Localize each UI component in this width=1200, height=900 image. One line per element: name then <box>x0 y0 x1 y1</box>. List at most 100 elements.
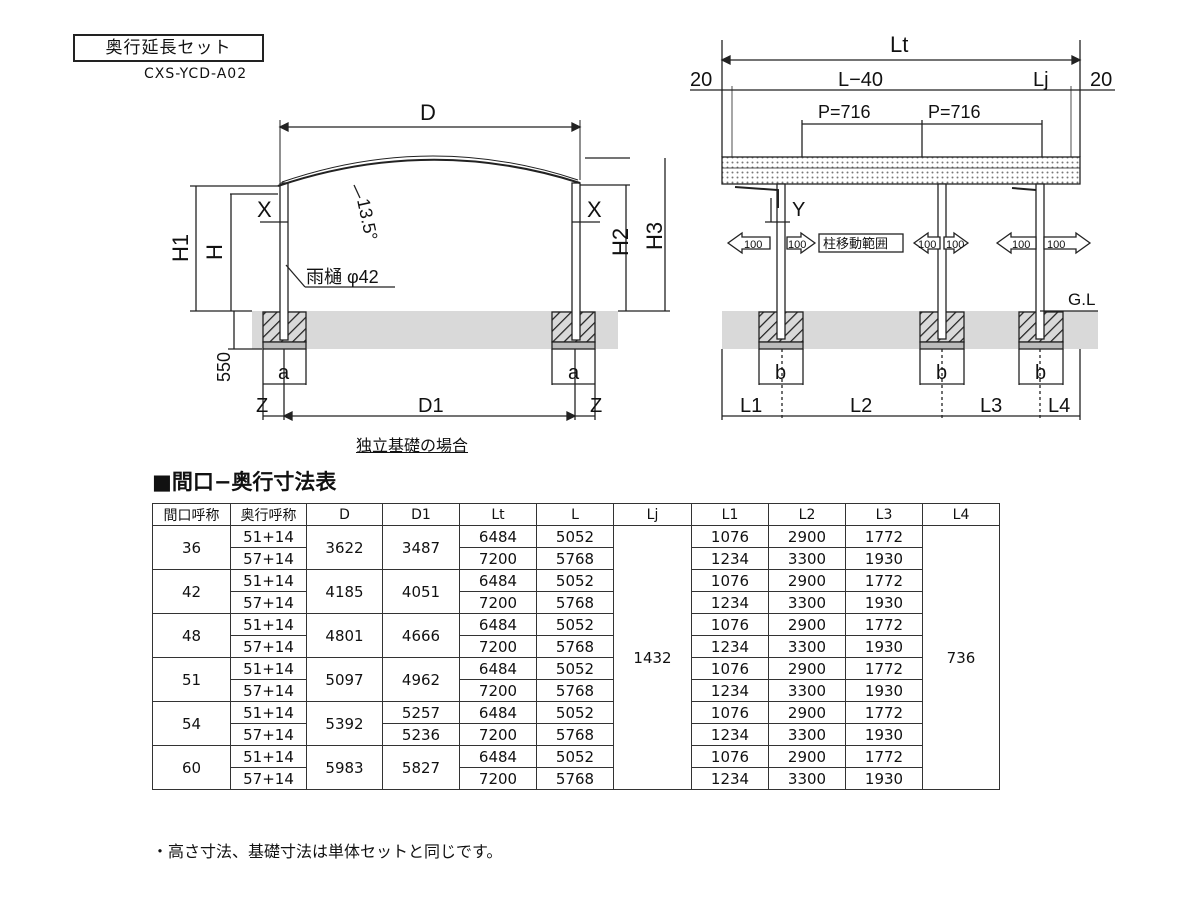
label-p1: P=716 <box>818 102 871 122</box>
cell-depth: 51+14 <box>230 525 307 548</box>
carport-drawing: D H1 H H2 H3 X X 13.5° 雨樋 φ42 550 a a Z … <box>168 32 1115 422</box>
cell-l3: 1930 <box>845 767 923 790</box>
column-header: L2 <box>768 503 846 526</box>
arrow-left-1 <box>726 231 771 255</box>
cell-frontage: 51 <box>152 657 231 702</box>
cell-frontage: 42 <box>152 569 231 614</box>
cell-frontage: 48 <box>152 613 231 658</box>
cell-l3: 1772 <box>845 745 923 768</box>
label-p2: P=716 <box>928 102 981 122</box>
cell-l3: 1930 <box>845 723 923 746</box>
post-left <box>279 182 289 341</box>
cell-lt: 7200 <box>459 723 537 746</box>
cell-l3: 1772 <box>845 569 923 592</box>
column-header: L3 <box>845 503 923 526</box>
cell-l2: 2900 <box>768 525 846 548</box>
front-post-2 <box>937 183 947 340</box>
cell-l1: 1234 <box>691 679 769 702</box>
column-header: L1 <box>691 503 769 526</box>
cell-d: 4185 <box>306 569 383 614</box>
label-100-f: 100 <box>1047 239 1065 251</box>
cell-d1: 3487 <box>382 525 460 570</box>
post-right <box>571 182 581 341</box>
label-lt: Lt <box>890 32 908 57</box>
column-header: L4 <box>922 503 1000 526</box>
cell-l1: 1234 <box>691 635 769 658</box>
label-100-d: 100 <box>946 239 964 251</box>
label-lj: Lj <box>1033 69 1049 91</box>
column-header: L <box>536 503 614 526</box>
label-d1: D1 <box>418 395 444 417</box>
cell-l1: 1076 <box>691 569 769 592</box>
foundation-caption: 独立基礎の場合 <box>356 436 469 455</box>
cell-l3: 1930 <box>845 635 923 658</box>
label-b1: b <box>775 362 786 384</box>
cell-l1: 1234 <box>691 547 769 570</box>
cell-l2: 3300 <box>768 679 846 702</box>
label-20-left: 20 <box>690 69 712 91</box>
table-title: ■間口−奥行寸法表 <box>152 470 337 494</box>
cell-depth: 51+14 <box>230 745 307 768</box>
cell-depth: 57+14 <box>230 679 307 702</box>
arrow-left-3 <box>995 231 1037 255</box>
cell-l1: 1234 <box>691 723 769 746</box>
cell-l: 5052 <box>536 745 614 768</box>
label-range: 柱移動範囲 <box>823 236 888 251</box>
column-header: Lt <box>459 503 537 526</box>
label-H1: H1 <box>168 234 193 262</box>
cell-l3: 1930 <box>845 547 923 570</box>
cell-d: 5983 <box>306 745 383 790</box>
cell-l2: 2900 <box>768 613 846 636</box>
cell-l: 5052 <box>536 569 614 592</box>
cell-lt: 6484 <box>459 701 537 724</box>
label-a-left: a <box>278 362 290 384</box>
cell-l1: 1234 <box>691 591 769 614</box>
label-H2: H2 <box>608 228 633 256</box>
cell-l2: 3300 <box>768 767 846 790</box>
cell-d1: 4962 <box>382 657 460 702</box>
cell-l1: 1076 <box>691 701 769 724</box>
set-title: 奥行延長セット <box>73 34 264 62</box>
label-100-a: 100 <box>744 239 762 251</box>
cell-d: 4801 <box>306 613 383 658</box>
cell-lt: 7200 <box>459 591 537 614</box>
cell-depth: 57+14 <box>230 767 307 790</box>
front-view <box>690 40 1115 420</box>
cell-l3: 1930 <box>845 591 923 614</box>
cell-l1: 1076 <box>691 613 769 636</box>
cell-l: 5052 <box>536 613 614 636</box>
label-D: D <box>420 100 436 125</box>
cell-d: 5392 <box>306 701 383 746</box>
cell-l: 5052 <box>536 657 614 680</box>
roof-panel <box>721 156 1081 185</box>
cell-d1: 5236 <box>382 723 460 746</box>
label-l40: L−40 <box>838 69 883 91</box>
arrow-right-3 <box>1043 231 1092 255</box>
column-header: Lj <box>613 503 692 526</box>
cell-lt: 6484 <box>459 745 537 768</box>
cell-lj: 1432 <box>613 525 692 790</box>
column-header: D <box>306 503 383 526</box>
cell-depth: 57+14 <box>230 591 307 614</box>
cell-l1: 1234 <box>691 767 769 790</box>
column-header: D1 <box>382 503 460 526</box>
side-view-labels: D H1 H H2 H3 X X 13.5° 雨樋 φ42 550 a a Z … <box>168 100 667 417</box>
label-l3: L3 <box>980 395 1002 417</box>
label-100-b: 100 <box>788 239 806 251</box>
label-100-c: 100 <box>918 239 936 251</box>
front-post-1 <box>776 183 786 340</box>
cell-d1: 4666 <box>382 613 460 658</box>
cell-d: 5097 <box>306 657 383 702</box>
cell-depth: 51+14 <box>230 569 307 592</box>
label-z-right: Z <box>590 395 602 417</box>
cell-l3: 1772 <box>845 525 923 548</box>
cell-l2: 2900 <box>768 657 846 680</box>
column-header: 奥行呼称 <box>230 503 307 526</box>
